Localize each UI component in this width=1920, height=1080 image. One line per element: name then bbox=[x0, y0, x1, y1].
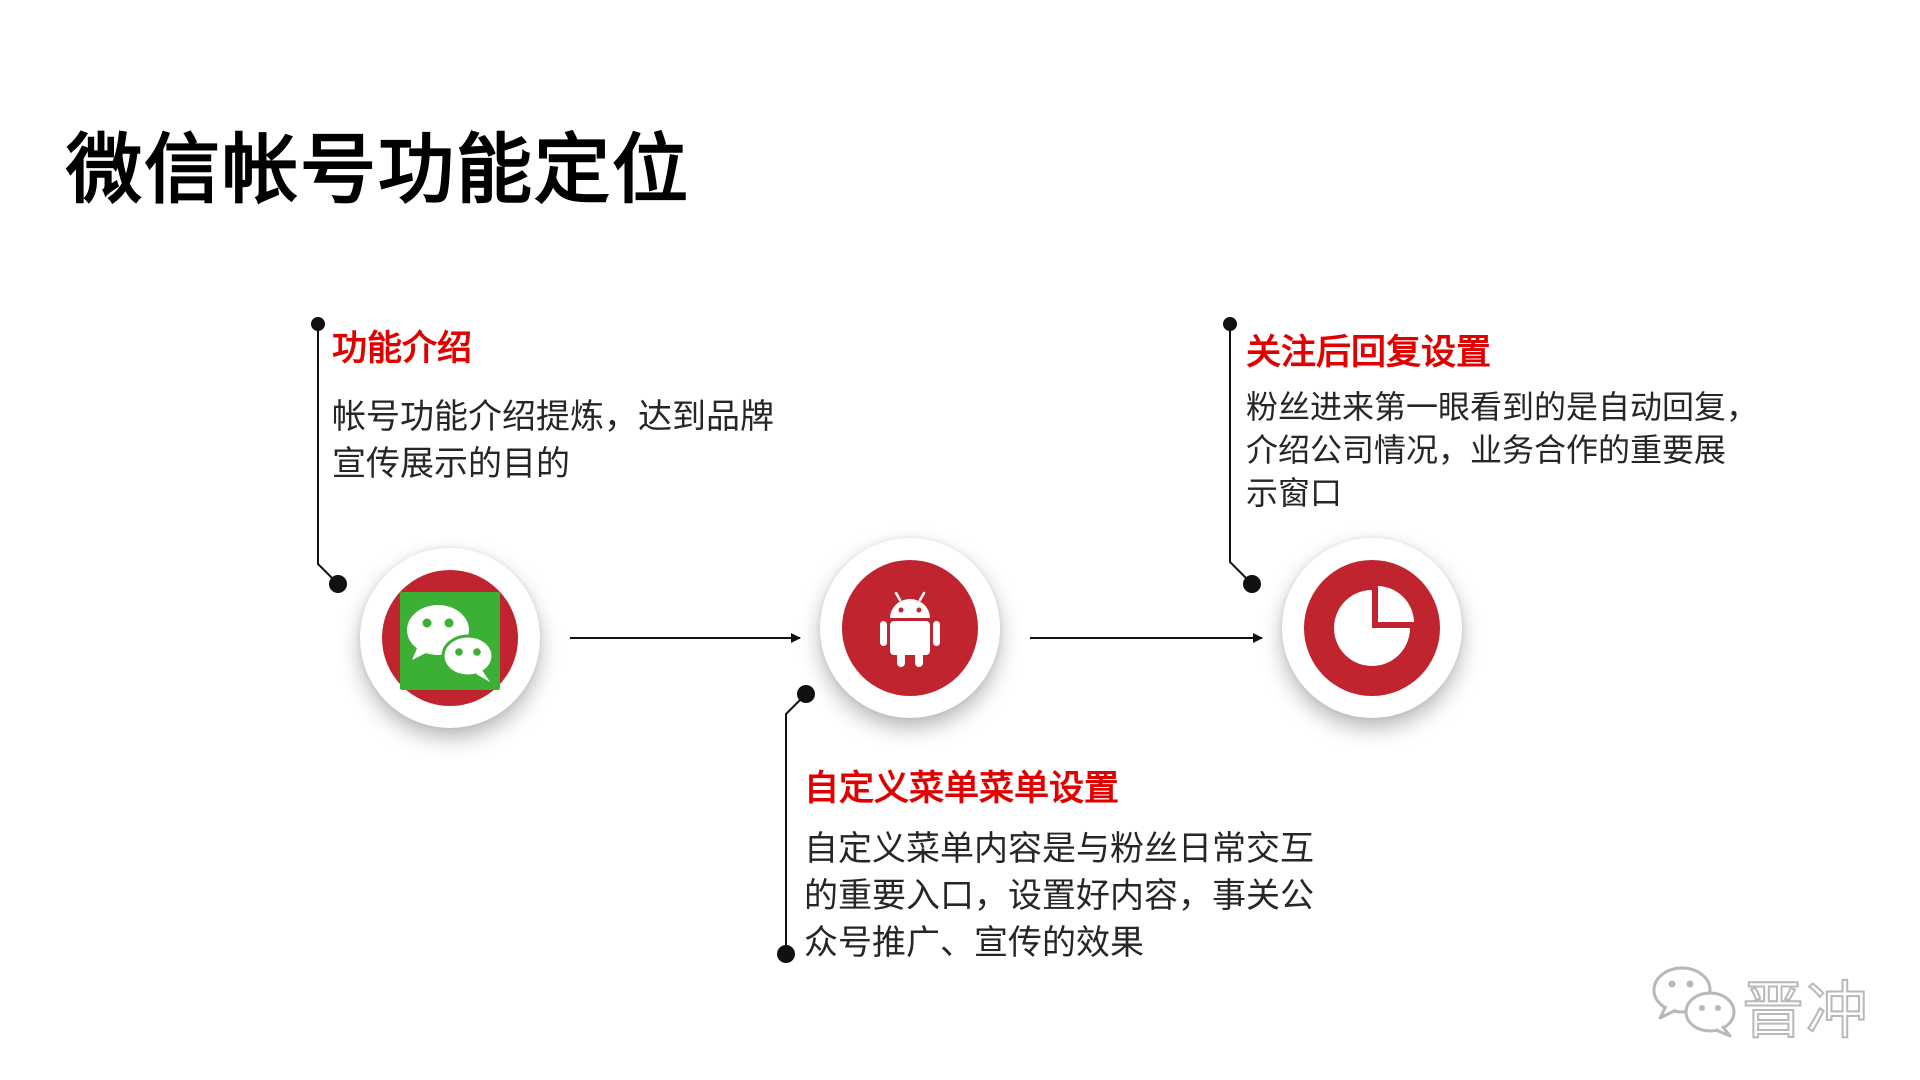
callout-line-step-3 bbox=[1229, 324, 1253, 585]
callout-dot-step-3-top bbox=[1223, 317, 1237, 331]
callout-dot-step-2-bottom bbox=[777, 945, 795, 963]
step-2-description-line: 的重要入口，设置好内容，事关公 bbox=[804, 876, 1314, 916]
step-2-description-line: 众号推广、宣传的效果 bbox=[804, 923, 1144, 963]
wechat-outline-icon bbox=[1652, 966, 1736, 1038]
step-1-heading: 功能介绍 bbox=[332, 329, 473, 369]
step-1-description-line: 宣传展示的目的 bbox=[332, 444, 570, 484]
callout-dot-step-2-top bbox=[797, 685, 815, 703]
page-title: 微信帐号功能定位 bbox=[66, 125, 690, 214]
pie-chart-icon bbox=[1334, 586, 1414, 666]
watermark-text: 晋冲 bbox=[1741, 973, 1871, 1048]
step-1-description-line: 帐号功能介绍提炼，达到品牌 bbox=[332, 397, 774, 437]
step-3-description-line: 示窗口 bbox=[1246, 474, 1343, 512]
callout-dot-step-1-top bbox=[311, 317, 325, 331]
callout-dot-step-3-bottom bbox=[1243, 575, 1261, 593]
step-3-description: 粉丝进来第一眼看到的是自动回复， 介绍公司情况，业务合作的重要展 示窗口 bbox=[1246, 386, 1758, 515]
step-2-heading: 自定义菜单菜单设置 bbox=[804, 769, 1120, 809]
step-3-description-line: 介绍公司情况，业务合作的重要展 bbox=[1246, 431, 1727, 469]
step-1-description: 帐号功能介绍提炼，达到品牌 宣传展示的目的 bbox=[332, 394, 774, 488]
step-3-description-line: 粉丝进来第一眼看到的是自动回复， bbox=[1246, 388, 1759, 426]
callout-line-step-2 bbox=[785, 693, 807, 954]
node-step-3-disc bbox=[1304, 560, 1440, 696]
wechat-logo-icon bbox=[400, 592, 500, 690]
callout-line-step-1 bbox=[317, 324, 339, 585]
step-3-heading: 关注后回复设置 bbox=[1246, 333, 1492, 373]
step-2-description: 自定义菜单内容是与粉丝日常交互 的重要入口，设置好内容，事关公 众号推广、宣传的… bbox=[804, 826, 1314, 967]
node-step-2 bbox=[820, 538, 1000, 718]
node-step-1 bbox=[360, 548, 540, 728]
android-icon bbox=[880, 591, 940, 667]
node-step-3 bbox=[1282, 538, 1462, 718]
callout-dot-step-1-bottom bbox=[329, 575, 347, 593]
node-step-2-disc bbox=[842, 560, 978, 696]
watermark: 晋冲 bbox=[1648, 960, 1888, 1048]
node-step-1-disc bbox=[382, 570, 518, 706]
step-2-description-line: 自定义菜单内容是与粉丝日常交互 bbox=[804, 829, 1314, 869]
